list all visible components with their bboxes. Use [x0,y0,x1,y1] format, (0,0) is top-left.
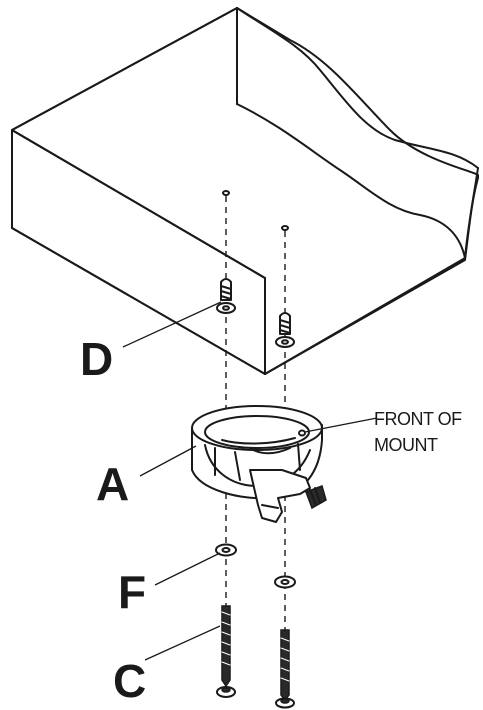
washer-icon [274,575,296,589]
drill-hole-icon [222,190,289,231]
label-a: A [96,458,129,510]
label-d: D [80,333,113,385]
ceiling-block-icon [11,7,479,375]
camera-mount-icon [191,405,327,523]
screw-icon [275,629,295,709]
front-of-mount-label-line2: MOUNT [374,435,438,455]
wall-anchor-icon [275,312,295,348]
screw-icon [216,605,236,698]
wall-anchor-icon [216,278,236,314]
leader-lines [122,301,378,661]
label-c: C [113,655,146,707]
label-f: F [118,566,146,618]
washer-icon [215,543,237,557]
front-of-mount-label-line1: FRONT OF [374,409,462,429]
